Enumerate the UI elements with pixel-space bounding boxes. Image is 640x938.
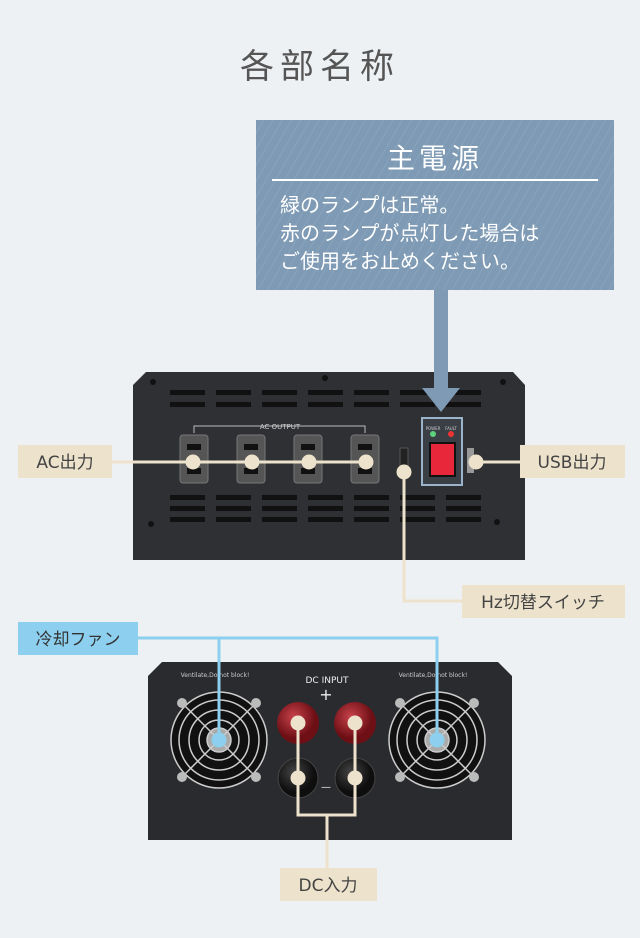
usb-output-label: USB出力 <box>520 445 625 478</box>
callout-line-2: 赤のランプが点灯した場合は <box>280 221 539 245</box>
main-power-callout: 主電源 緑のランプは正常。 赤のランプが点灯した場合は ご使用をお止めください。 <box>256 120 614 290</box>
ventilate-print-right: Ventilate,Do not block! <box>399 672 468 679</box>
usb-output-connector <box>468 454 520 470</box>
minus-print: — <box>321 782 331 793</box>
main-power-switch[interactable] <box>429 442 456 477</box>
dc-input-label-text: DC入力 <box>299 876 358 896</box>
inverter-front-panel: AC OUTPUT POWER FAULT <box>133 372 525 560</box>
callout-line-1: 緑のランプは正常。 <box>280 193 459 217</box>
cooling-fan-label: 冷却ファン <box>18 622 138 655</box>
ac-output-connector <box>112 454 374 470</box>
fault-led-print: FAULT <box>445 426 457 431</box>
dc-input-print: DC INPUT <box>306 676 349 686</box>
callout-heading: 主電源 <box>387 142 483 175</box>
ventilate-print-left: Ventilate,Do not block! <box>181 672 250 679</box>
ac-output-label-text: AC出力 <box>36 453 93 473</box>
ac-output-label: AC出力 <box>18 445 112 478</box>
fault-led <box>448 431 454 437</box>
ac-output-print: AC OUTPUT <box>260 423 301 431</box>
hz-switch-label-text: Hz切替スイッチ <box>481 593 605 613</box>
cooling-fan-connector <box>138 636 445 748</box>
cooling-fan-label-text: 冷却ファン <box>36 630 121 650</box>
dc-input-label: DC入力 <box>280 868 377 901</box>
power-led <box>430 431 436 437</box>
callout-line-3: ご使用をお止めください。 <box>280 249 520 273</box>
dc-input-connector <box>290 715 363 868</box>
usb-output-label-text: USB出力 <box>538 453 607 473</box>
page-title: 各部名称 <box>240 47 400 87</box>
hz-switch-label: Hz切替スイッチ <box>462 585 625 618</box>
inverter-rear-panel: Ventilate,Do not block! Ventilate,Do not… <box>148 662 512 840</box>
plus-print: + <box>319 685 332 704</box>
power-led-print: POWER <box>426 426 441 431</box>
main-power-arrow <box>422 290 460 412</box>
hz-switch-connector <box>396 464 462 603</box>
